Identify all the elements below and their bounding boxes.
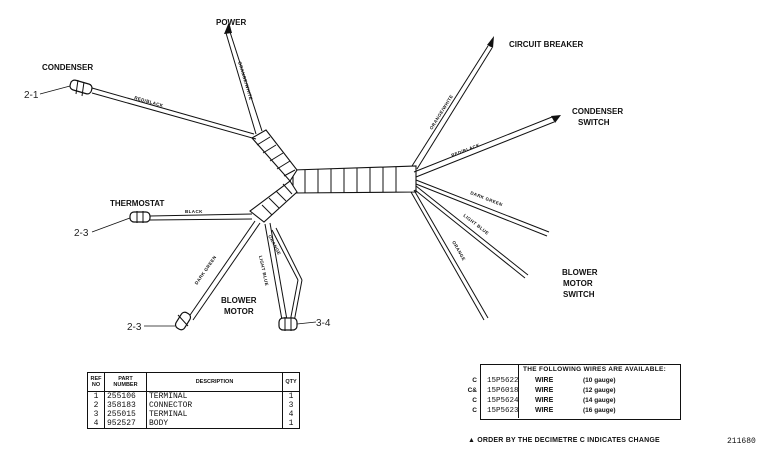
wire-label-light-blue-left: LIGHT BLUE	[258, 255, 269, 286]
blower-right-connector	[278, 317, 317, 331]
wire-label-condenser-switch: RED/BLACK	[451, 142, 481, 158]
parts-table: REF NO PART NUMBER DESCRIPTION QTY 1 255…	[87, 372, 300, 429]
label-circuit-breaker: CIRCUIT BREAKER	[509, 40, 583, 49]
parts-table-header: REF NO PART NUMBER DESCRIPTION QTY	[87, 372, 300, 392]
table-row: 1 255106 TERMINAL 1	[87, 391, 300, 401]
table-row: 4 952527 BODY 1	[87, 419, 300, 429]
lower-left-branch	[249, 180, 298, 223]
wire-description: WIRE	[535, 387, 554, 394]
label-condenser-switch-line2: SWITCH	[578, 118, 610, 127]
table-row: 2 358183 CONNECTOR 3	[87, 401, 300, 410]
list-item: C 15P5622 WIRE (10 gauge)	[465, 377, 681, 387]
wire-part-number: 15P5623	[487, 407, 519, 415]
wire-change-code: C	[472, 397, 477, 404]
label-thermostat: THERMOSTAT	[110, 199, 164, 208]
cell-ref: 2	[87, 401, 105, 410]
callout-blower-left: 2-3	[127, 322, 142, 333]
cell-qty: 1	[282, 391, 300, 401]
thermostat-connector	[91, 211, 151, 233]
cell-ref: 1	[87, 391, 105, 401]
cell-part-number: 255015	[104, 410, 147, 419]
wires-available-title: THE FOLLOWING WIRES ARE AVAILABLE:	[523, 366, 667, 373]
list-item: C 15P5624 WIRE (14 gauge)	[465, 397, 681, 407]
label-blower-switch-line3: SWITCH	[563, 290, 595, 299]
order-footnote: ▲ ORDER BY THE DECIMETRE C INDICATES CHA…	[468, 437, 660, 444]
wire-part-number: 15P5622	[487, 377, 519, 385]
wire-description: WIRE	[535, 377, 554, 384]
header-part-number: PART NUMBER	[104, 372, 147, 392]
wire-gauge: (10 gauge)	[583, 377, 616, 384]
cell-ref: 3	[87, 410, 105, 419]
wire-description: WIRE	[535, 407, 554, 414]
list-item: C& 15P6018 WIRE (12 gauge)	[465, 387, 681, 397]
cell-qty: 1	[282, 419, 300, 429]
wire-gauge: (14 gauge)	[583, 397, 616, 404]
wires-available-divider	[518, 364, 519, 418]
wire-circuit-breaker	[411, 36, 494, 170]
header-description: DESCRIPTION	[146, 372, 283, 392]
cell-description: TERMINAL	[146, 410, 283, 419]
label-power: POWER	[216, 18, 246, 27]
wire-change-code: C	[472, 377, 477, 384]
wire-change-code: C&	[467, 387, 477, 394]
wire-label-dark-green-right: DARK GREEN	[470, 190, 504, 207]
header-qty: QTY	[282, 372, 300, 392]
label-blower-switch-line2: MOTOR	[563, 279, 593, 288]
callout-blower-right: 3-4	[316, 318, 331, 329]
wire-label-circuit-breaker: ORANGE/WHITE	[429, 94, 455, 131]
wire-orange-right	[410, 189, 489, 321]
wire-power	[224, 22, 263, 135]
wire-label-black: BLACK	[185, 209, 203, 214]
cell-part-number: 358183	[104, 401, 147, 410]
wire-blower-dark-green	[187, 220, 261, 321]
cell-description: CONNECTOR	[146, 401, 283, 410]
wires-available-frame	[480, 364, 681, 420]
main-bundle	[292, 165, 417, 194]
wire-condenser-switch	[413, 115, 561, 178]
label-blower-motor-line2: MOTOR	[224, 307, 254, 316]
cell-ref: 4	[87, 419, 105, 429]
cell-part-number: 255106	[104, 391, 147, 401]
cell-description: TERMINAL	[146, 391, 283, 401]
upper-left-branch	[251, 129, 298, 182]
condenser-connector	[39, 79, 93, 97]
header-ref-no: REF NO	[87, 372, 105, 392]
wire-gauge: (12 gauge)	[583, 387, 616, 394]
label-blower-switch-line1: BLOWER	[562, 268, 598, 277]
wire-dark-green-right	[415, 179, 550, 237]
wire-change-code: C	[472, 407, 477, 414]
wire-description: WIRE	[535, 397, 554, 404]
cell-description: BODY	[146, 419, 283, 429]
cell-part-number: 952527	[104, 419, 147, 429]
callout-thermostat: 2-3	[74, 228, 89, 239]
cell-qty: 4	[282, 410, 300, 419]
wire-blower-orange-lightblue	[264, 222, 303, 323]
blower-left-connector	[144, 311, 192, 331]
wire-part-number: 15P5624	[487, 397, 519, 405]
wire-condenser	[91, 87, 257, 140]
wire-part-number: 15P6018	[487, 387, 519, 395]
label-blower-motor-line1: BLOWER	[221, 296, 257, 305]
wire-label-light-blue-right: LIGHT BLUE	[462, 213, 490, 236]
wire-label-power: ORANGE/WHITE	[237, 61, 254, 101]
list-item: C 15P5623 WIRE (16 gauge)	[465, 407, 681, 417]
callout-condenser: 2-1	[24, 90, 39, 101]
wires-available-box: THE FOLLOWING WIRES ARE AVAILABLE: C 15P…	[465, 364, 681, 420]
label-condenser: CONDENSER	[42, 63, 93, 72]
wire-thermostat	[149, 213, 253, 221]
wire-light-blue-right	[414, 185, 529, 279]
label-condenser-switch-line1: CONDENSER	[572, 107, 623, 116]
table-row: 3 255015 TERMINAL 4	[87, 410, 300, 419]
drawing-number: 211680	[727, 437, 756, 446]
cell-qty: 3	[282, 401, 300, 410]
wire-gauge: (16 gauge)	[583, 407, 616, 414]
